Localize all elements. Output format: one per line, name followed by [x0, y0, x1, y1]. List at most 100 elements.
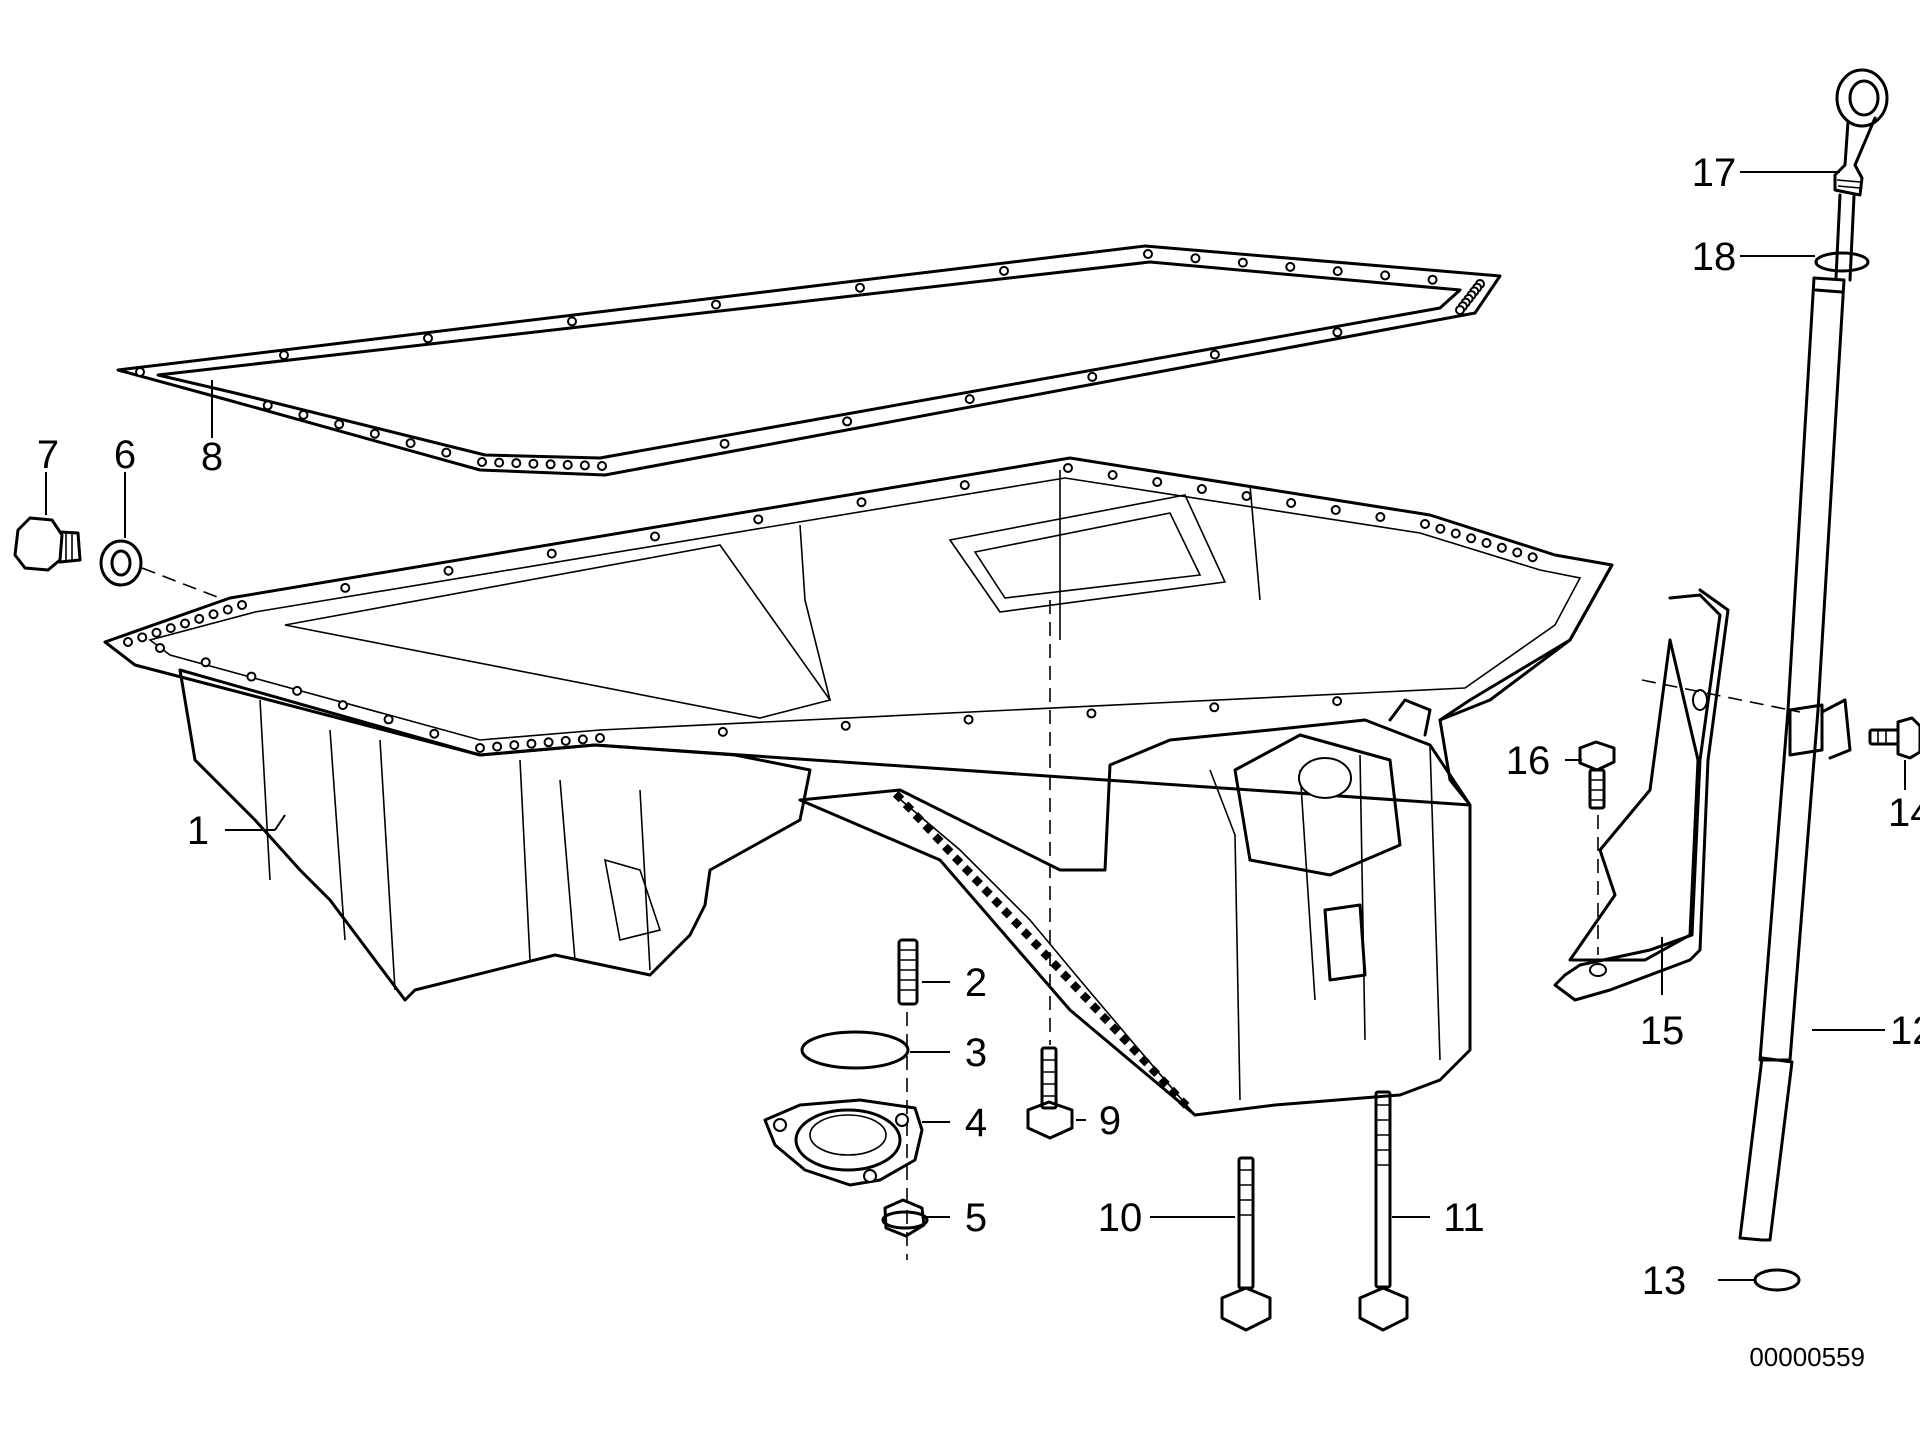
bolt-hole	[137, 632, 148, 643]
oil-pan-gasket-part[interactable]	[116, 244, 1502, 477]
o-ring-part[interactable]	[800, 1030, 910, 1070]
pan-rib	[1030, 938, 1042, 951]
dipstick-seal-part[interactable]	[1814, 251, 1870, 273]
bolt-hole	[340, 582, 351, 593]
callout-17: 17	[1692, 151, 1737, 195]
long-bolt-part-11[interactable]	[1358, 1090, 1409, 1332]
pan-rib	[1089, 1002, 1101, 1014]
pan-rib	[1001, 907, 1013, 919]
bolt-hole	[180, 618, 190, 629]
bolt-part-9[interactable]	[1026, 1046, 1074, 1140]
bolt-hole	[1512, 547, 1523, 558]
bolt-hole	[1241, 491, 1252, 501]
bolt-hole	[1332, 266, 1343, 277]
flange-nut-part[interactable]	[881, 1198, 929, 1238]
bolt-hole	[237, 600, 247, 610]
bolt-hole	[597, 461, 607, 471]
cover-plate-part[interactable]	[763, 1098, 924, 1187]
stud-part[interactable]	[897, 938, 919, 1006]
bolt-hole	[165, 623, 176, 634]
bolt-hole	[246, 671, 257, 682]
leader-lines	[211, 171, 1906, 1281]
bolt-hole	[546, 548, 557, 559]
drain-plug-washer-part[interactable]	[99, 539, 143, 587]
pan-rib	[1040, 949, 1052, 961]
pan-rib	[912, 812, 924, 824]
pan-rib	[932, 833, 944, 845]
bolt-hole	[1332, 696, 1343, 707]
bolt-hole	[528, 458, 539, 469]
bolt-hole	[1496, 542, 1507, 553]
bolt-hole	[1481, 538, 1492, 548]
dipstick-guide-tube-part[interactable]	[1738, 276, 1852, 1242]
bolt-hole	[753, 514, 764, 525]
callout-11: 11	[1443, 1196, 1485, 1240]
long-bolt-part-10[interactable]	[1220, 1156, 1272, 1332]
pan-rib	[1069, 981, 1082, 993]
tube-bolt-part-14[interactable]	[1868, 716, 1920, 760]
pan-rib	[1020, 928, 1033, 940]
bolt-hole	[369, 428, 380, 439]
callout-13: 13	[1642, 1259, 1687, 1303]
bolt-hole	[477, 457, 487, 467]
bolt-hole	[595, 733, 605, 743]
bolt-hole	[292, 685, 303, 696]
bolt-hole	[511, 458, 522, 469]
bolt-hole	[1190, 253, 1201, 264]
pan-rib	[1060, 970, 1072, 982]
bracket-bolt-part-16[interactable]	[1578, 740, 1616, 810]
pan-rib	[951, 854, 964, 866]
bolt-hole	[717, 726, 728, 737]
bolt-hole	[1527, 552, 1538, 563]
drain-plug-part[interactable]	[13, 516, 82, 572]
bolt-hole	[298, 409, 309, 420]
pan-rib	[1158, 1076, 1170, 1088]
pan-rib	[1168, 1086, 1180, 1099]
bolt-hole	[441, 447, 452, 458]
bolt-hole	[1107, 470, 1118, 480]
bolt-hole	[579, 460, 590, 471]
callout-12: 12	[1890, 1009, 1920, 1053]
bolt-hole	[840, 720, 851, 731]
bolt-hole	[405, 438, 416, 449]
pan-rib	[1010, 917, 1023, 930]
pan-rib	[942, 843, 954, 856]
callout-1: 1	[187, 809, 209, 853]
bolt-hole	[135, 367, 145, 377]
callout-3: 3	[965, 1031, 987, 1075]
bolt-hole	[711, 299, 721, 310]
document-number: 00000559	[1749, 1342, 1865, 1372]
bolt-hole	[562, 459, 573, 470]
bolt-hole	[560, 735, 571, 746]
bolt-hole	[1375, 512, 1386, 522]
bolt-hole	[1455, 305, 1465, 315]
bolt-hole	[856, 497, 867, 508]
bolt-hole	[1330, 505, 1341, 515]
bolt-hole	[545, 459, 556, 470]
pan-rib	[1178, 1097, 1190, 1109]
bolt-hole	[494, 457, 505, 468]
bolt-hole	[475, 743, 485, 753]
bolt-hole	[842, 416, 853, 427]
tube-o-ring-part[interactable]	[1753, 1268, 1801, 1292]
callout-15: 15	[1640, 1009, 1685, 1053]
dipstick-bracket-part[interactable]	[1553, 588, 1730, 1002]
callout-2: 2	[965, 961, 987, 1005]
bolt-hole	[1063, 463, 1073, 473]
bolt-hole	[543, 737, 554, 748]
bolt-hole	[1380, 270, 1391, 281]
bolt-hole	[337, 700, 348, 711]
bolt-hole	[964, 394, 975, 405]
dipstick-part[interactable]	[1833, 68, 1889, 282]
pan-rib	[991, 896, 1003, 908]
callout-labels: 1 2 3 4 5 6 7 8 9 10 11 12 13 14 15 16 1…	[37, 151, 1920, 1303]
bolt-hole	[383, 714, 394, 725]
callout-5: 5	[965, 1196, 987, 1240]
pan-rib	[1119, 1033, 1131, 1046]
bolt-hole	[509, 740, 520, 751]
oil-pan-part[interactable]	[103, 456, 1614, 1117]
bolt-hole	[650, 531, 660, 542]
callout-16: 16	[1506, 739, 1551, 783]
bolt-hole	[1086, 708, 1097, 719]
